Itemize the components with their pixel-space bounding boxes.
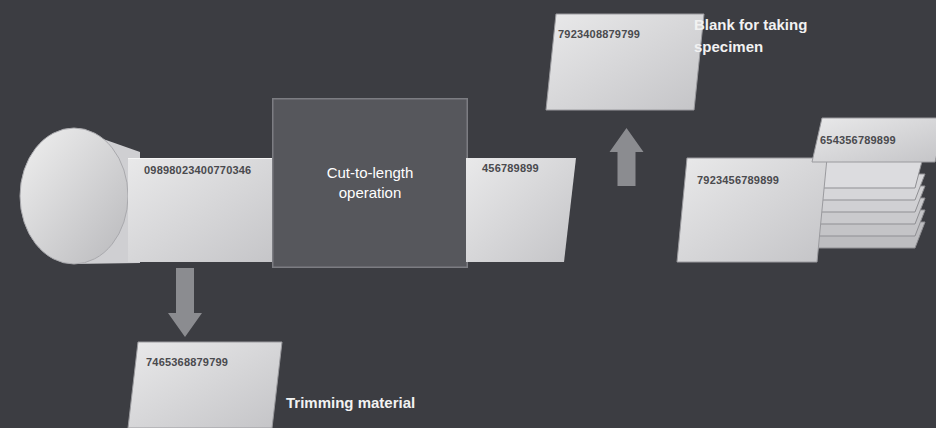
callout-label: Trimming material xyxy=(286,392,486,414)
serial-number: 654356789899 xyxy=(820,134,936,146)
serial-number: 7923408879799 xyxy=(558,28,704,40)
trimming-sheet: 7465368879799 xyxy=(128,342,282,428)
serial-number: 456789899 xyxy=(482,162,576,174)
sheet-outline xyxy=(677,158,827,262)
steel-strip: 456789899 xyxy=(466,158,576,262)
process-label: Cut-to-length operation xyxy=(294,163,446,204)
sheet-stack xyxy=(812,150,925,248)
flow-arrow xyxy=(610,128,644,186)
process-box-outline xyxy=(272,98,468,268)
coil-face xyxy=(20,128,128,264)
cut-sheet: 7923456789899 xyxy=(677,158,827,262)
callout-label: Blank for taking specimen xyxy=(694,14,834,58)
specimen-blank: 7923408879799 xyxy=(546,14,704,110)
serial-number: 09898023400770346 xyxy=(144,164,284,176)
serial-number: 7465368879799 xyxy=(146,356,282,368)
steel-strip: 09898023400770346 xyxy=(128,158,284,262)
flow-arrow xyxy=(168,268,202,337)
sheet-outline xyxy=(128,342,282,428)
process-box: Cut-to-length operation xyxy=(272,98,468,268)
stack-top-sheet: 654356789899 xyxy=(812,118,936,162)
serial-number: 7923456789899 xyxy=(697,174,827,186)
